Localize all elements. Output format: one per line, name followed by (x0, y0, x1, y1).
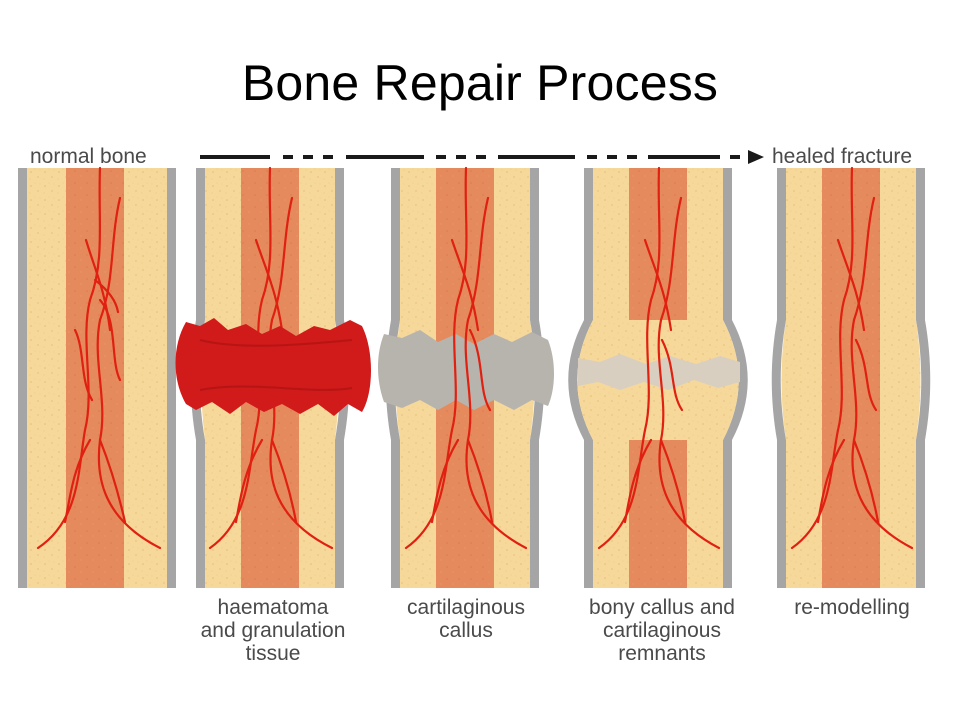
timeline-arrow (200, 150, 764, 164)
stage-cartilaginous-callus (378, 166, 554, 588)
stage-haematoma (175, 166, 371, 588)
timeline-end-label: healed fracture (772, 145, 913, 168)
stage-remodelling (771, 166, 931, 588)
caption-haematoma: haematoma and granulation tissue (178, 596, 368, 665)
blood-vessels (36, 166, 162, 550)
timeline-start-label: normal bone (30, 145, 147, 168)
stage-normal-bone (18, 166, 176, 588)
caption-line: remnants (618, 642, 706, 665)
page-title: Bone Repair Process (241, 55, 719, 111)
cartilage-remnants (578, 354, 740, 390)
caption-line: bony callus and (589, 596, 735, 619)
caption-line: callus (439, 619, 493, 642)
blood-vessels (404, 166, 528, 550)
caption-line: cartilaginous (603, 619, 721, 642)
blood-vessels (790, 166, 914, 550)
caption-remodelling: re-modelling (757, 596, 947, 619)
blood-vessels (597, 166, 721, 550)
caption-line: re-modelling (794, 596, 910, 619)
haematoma (175, 318, 371, 416)
caption-line: haematoma (217, 596, 329, 619)
caption-cartilaginous-callus: cartilaginous callus (371, 596, 561, 642)
caption-line: tissue (245, 642, 301, 665)
stage-bony-callus (568, 166, 748, 588)
caption-line: and granulation (200, 619, 346, 642)
caption-line: cartilaginous (407, 596, 525, 619)
caption-bony-callus: bony callus and cartilaginous remnants (567, 596, 757, 665)
